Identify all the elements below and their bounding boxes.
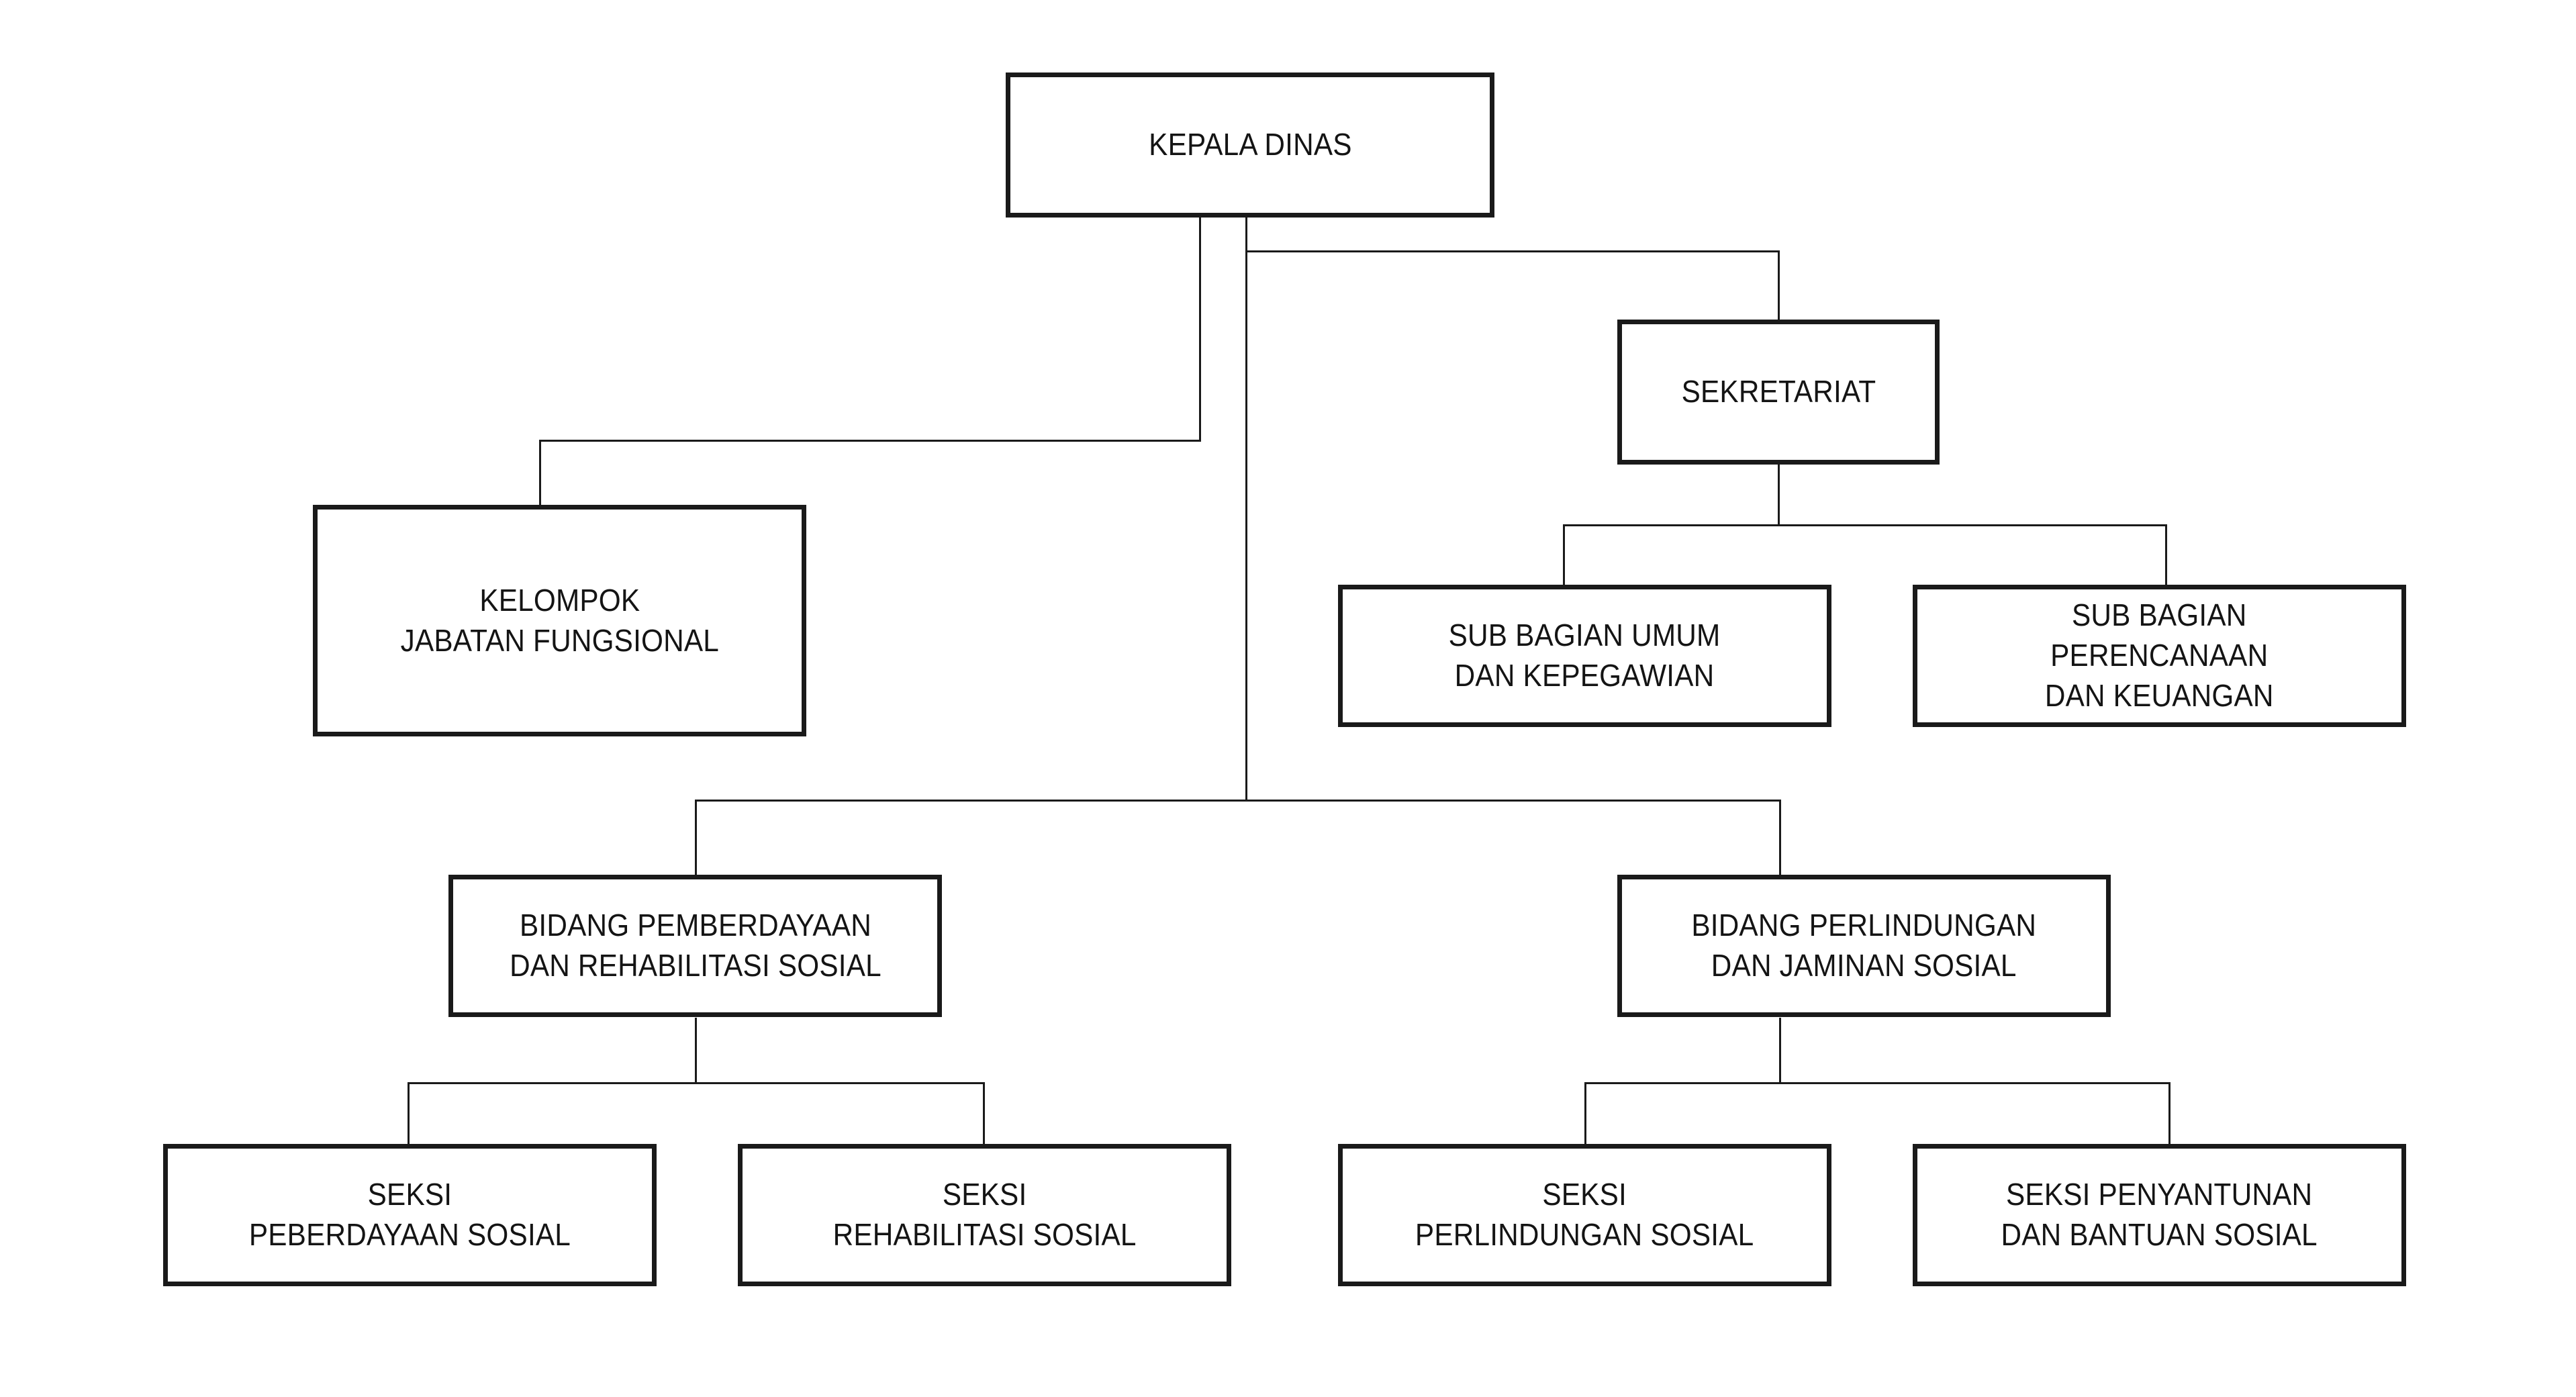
connector-kepala-left-stem	[1199, 215, 1201, 441]
connector-seksi-penyantunan-drop	[2168, 1082, 2170, 1145]
connector-pemberdayaan-bar	[408, 1082, 985, 1084]
node-sekretariat[interactable]: SEKRETARIAT	[1617, 320, 1940, 465]
node-sub-bagian-umum-dan-kepegawian[interactable]: SUB BAGIAN UMUM DAN KEPEGAWIAN	[1338, 585, 1831, 727]
connector-sekretariat-stem	[1778, 463, 1780, 526]
connector-bidang-pemberdayaan-drop	[695, 800, 697, 875]
node-label-seksi-peberdayaan-sosial: SEKSI PEBERDAYAAN SOSIAL	[248, 1177, 571, 1252]
connector-sekretariat-branch	[1245, 250, 1779, 252]
connector-kelompok-elbow	[539, 440, 1201, 442]
node-label-kelompok-jabatan-fungsional: KELOMPOK JABATAN FUNGSIONAL	[400, 582, 719, 658]
node-label-bidang-pemberdayaan-dan-rehabilitasi-sosial: BIDANG PEMBERDAYAAN DAN REHABILITASI SOS…	[509, 908, 881, 983]
node-kepala-dinas[interactable]: KEPALA DINAS	[1006, 73, 1494, 218]
node-label-kepala-dinas: KEPALA DINAS	[1148, 127, 1352, 162]
node-label-seksi-perlindungan-sosial: SEKSI PERLINDUNGAN SOSIAL	[1415, 1177, 1754, 1252]
connector-subbag-perencanaan-drop	[2165, 524, 2167, 586]
node-sub-bagian-perencanaan-dan-keuangan[interactable]: SUB BAGIAN PERENCANAAN DAN KEUANGAN	[1913, 585, 2406, 727]
connector-perlindungan-stem	[1779, 1018, 1781, 1083]
node-kelompok-jabatan-fungsional[interactable]: KELOMPOK JABATAN FUNGSIONAL	[313, 505, 806, 736]
connector-kepala-right-stem	[1245, 215, 1247, 801]
connector-seksi-perlindungan-drop	[1584, 1082, 1586, 1145]
connector-pemberdayaan-stem	[695, 1018, 697, 1083]
node-label-sub-bagian-perencanaan-dan-keuangan: SUB BAGIAN PERENCANAAN DAN KEUANGAN	[2045, 597, 2274, 713]
connector-bidang-perlindungan-drop	[1779, 800, 1781, 875]
node-seksi-perlindungan-sosial[interactable]: SEKSI PERLINDUNGAN SOSIAL	[1338, 1144, 1831, 1286]
node-label-sekretariat: SEKRETARIAT	[1681, 374, 1876, 410]
node-label-sub-bagian-umum-dan-kepegawian: SUB BAGIAN UMUM DAN KEPEGAWIAN	[1449, 618, 1721, 693]
connector-seksi-rehabilitasi-drop	[983, 1082, 985, 1145]
node-seksi-penyantunan-dan-bantuan-sosial[interactable]: SEKSI PENYANTUNAN DAN BANTUAN SOSIAL	[1913, 1144, 2406, 1286]
connector-sekretariat-bar	[1563, 524, 2166, 526]
node-bidang-pemberdayaan-dan-rehabilitasi-sosial[interactable]: BIDANG PEMBERDAYAAN DAN REHABILITASI SOS…	[448, 875, 942, 1017]
node-seksi-rehabilitasi-sosial[interactable]: SEKSI REHABILITASI SOSIAL	[738, 1144, 1231, 1286]
node-seksi-peberdayaan-sosial[interactable]: SEKSI PEBERDAYAAN SOSIAL	[163, 1144, 657, 1286]
node-label-seksi-penyantunan-dan-bantuan-sosial: SEKSI PENYANTUNAN DAN BANTUAN SOSIAL	[2001, 1177, 2318, 1252]
connector-seksi-peberdayaan-drop	[408, 1082, 410, 1145]
node-bidang-perlindungan-dan-jaminan-sosial[interactable]: BIDANG PERLINDUNGAN DAN JAMINAN SOSIAL	[1617, 875, 2111, 1017]
connector-bidang-bar	[695, 800, 1781, 802]
connector-sekretariat-drop	[1778, 250, 1780, 320]
connector-subbag-umum-drop	[1563, 524, 1565, 586]
connector-perlindungan-bar	[1584, 1082, 2170, 1084]
connector-kelompok-drop	[539, 440, 541, 506]
node-label-seksi-rehabilitasi-sosial: SEKSI REHABILITASI SOSIAL	[832, 1177, 1137, 1252]
node-label-bidang-perlindungan-dan-jaminan-sosial: BIDANG PERLINDUNGAN DAN JAMINAN SOSIAL	[1691, 908, 2037, 983]
